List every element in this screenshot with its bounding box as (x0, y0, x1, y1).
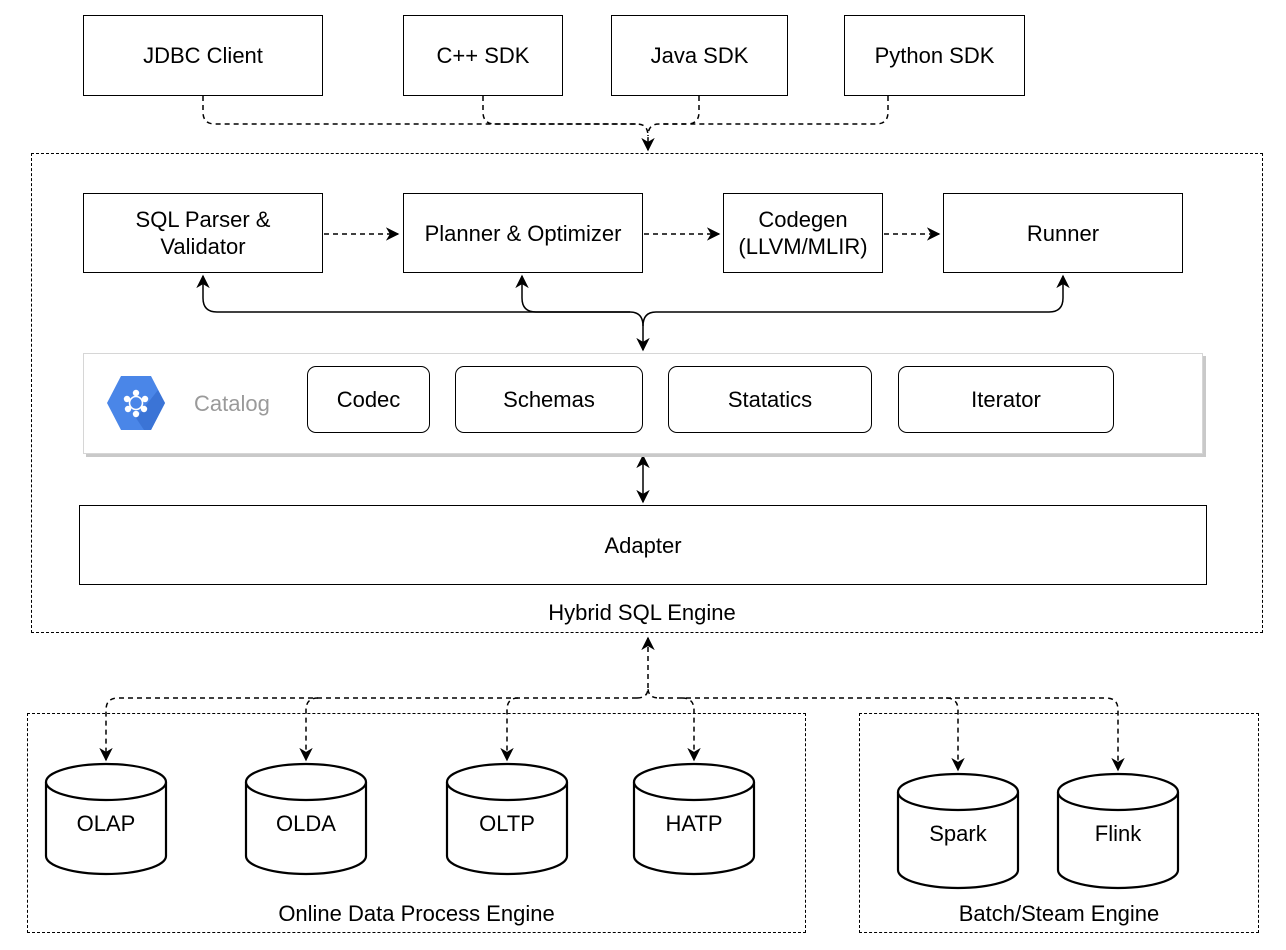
runner-box: Runner (943, 193, 1183, 273)
edge-hatp (681, 697, 701, 762)
python-sdk-box: Python SDK (844, 15, 1025, 96)
codec-label: Codec (336, 386, 401, 412)
db-flink-cylinder (1056, 772, 1180, 890)
db-oltp-label: OLTP (479, 811, 535, 836)
edge-planner-catalog (515, 274, 630, 313)
statatics-box: Statatics (668, 366, 872, 433)
db-hatp-label: HATP (665, 811, 723, 836)
edge-python-engine (647, 96, 889, 137)
schemas-box: Schemas (455, 366, 643, 433)
gcp-hexagon-icon (107, 376, 165, 430)
db-hatp-cylinder (632, 762, 756, 876)
online-engine-title: Online Data Process Engine (278, 901, 555, 926)
iterator-label: Iterator (971, 386, 1041, 412)
edge-oltp (500, 697, 519, 762)
codegen-box: Codegen (LLVM/MLIR) (723, 193, 883, 273)
edge-spark (659, 697, 965, 772)
sql-parser-label-line1: SQL Parser & (135, 207, 271, 232)
cpp-sdk-box: C++ SDK (403, 15, 563, 96)
db-olap-cylinder (44, 762, 168, 876)
edge-parser-catalog (196, 274, 650, 352)
hybrid-sql-engine-title: Hybrid SQL Engine (548, 600, 736, 625)
iterator-box: Iterator (898, 366, 1114, 433)
planner-box: Planner & Optimizer (403, 193, 643, 273)
python-sdk-label: Python SDK (874, 43, 995, 68)
online-engine-group (27, 713, 806, 933)
java-sdk-label: Java SDK (650, 43, 749, 68)
planner-label: Planner & Optimizer (424, 220, 622, 246)
statatics-label: Statatics (727, 386, 813, 412)
db-olda-cylinder (244, 762, 368, 876)
edge-olda (299, 697, 319, 762)
runner-label: Runner (1026, 220, 1100, 246)
java-sdk-box: Java SDK (611, 15, 788, 96)
batch-engine-group (859, 713, 1259, 933)
hybrid-sql-engine-group (31, 153, 1263, 633)
sql-parser-label-line2: Validator (160, 234, 246, 259)
db-olda-label: OLDA (276, 811, 336, 836)
adapter-label: Adapter (604, 532, 682, 558)
edge-java-engine (659, 96, 700, 125)
sql-parser-box: SQL Parser & Validator (83, 193, 323, 273)
db-flink-label: Flink (1094, 821, 1142, 846)
edge-jdbc-engine (202, 96, 655, 152)
edge-cpp-engine (482, 96, 637, 125)
codegen-label-line1: Codegen (758, 207, 848, 232)
schemas-label: Schemas (503, 386, 595, 412)
adapter-box: Adapter (79, 505, 1207, 585)
codegen-label-line2: (LLVM/MLIR) (738, 234, 868, 259)
codec-box: Codec (307, 366, 430, 433)
db-oltp-cylinder (445, 762, 569, 876)
jdbc-client-label: JDBC Client (143, 43, 263, 68)
batch-engine-title: Batch/Steam Engine (958, 901, 1160, 926)
edge-runner-catalog (642, 274, 1070, 327)
db-spark-cylinder (896, 772, 1020, 890)
db-olap-label: OLAP (76, 811, 136, 836)
cpp-sdk-label: C++ SDK (436, 43, 530, 68)
jdbc-client-box: JDBC Client (83, 15, 323, 96)
db-spark-label: Spark (929, 821, 987, 846)
catalog-label: Catalog (194, 391, 270, 416)
